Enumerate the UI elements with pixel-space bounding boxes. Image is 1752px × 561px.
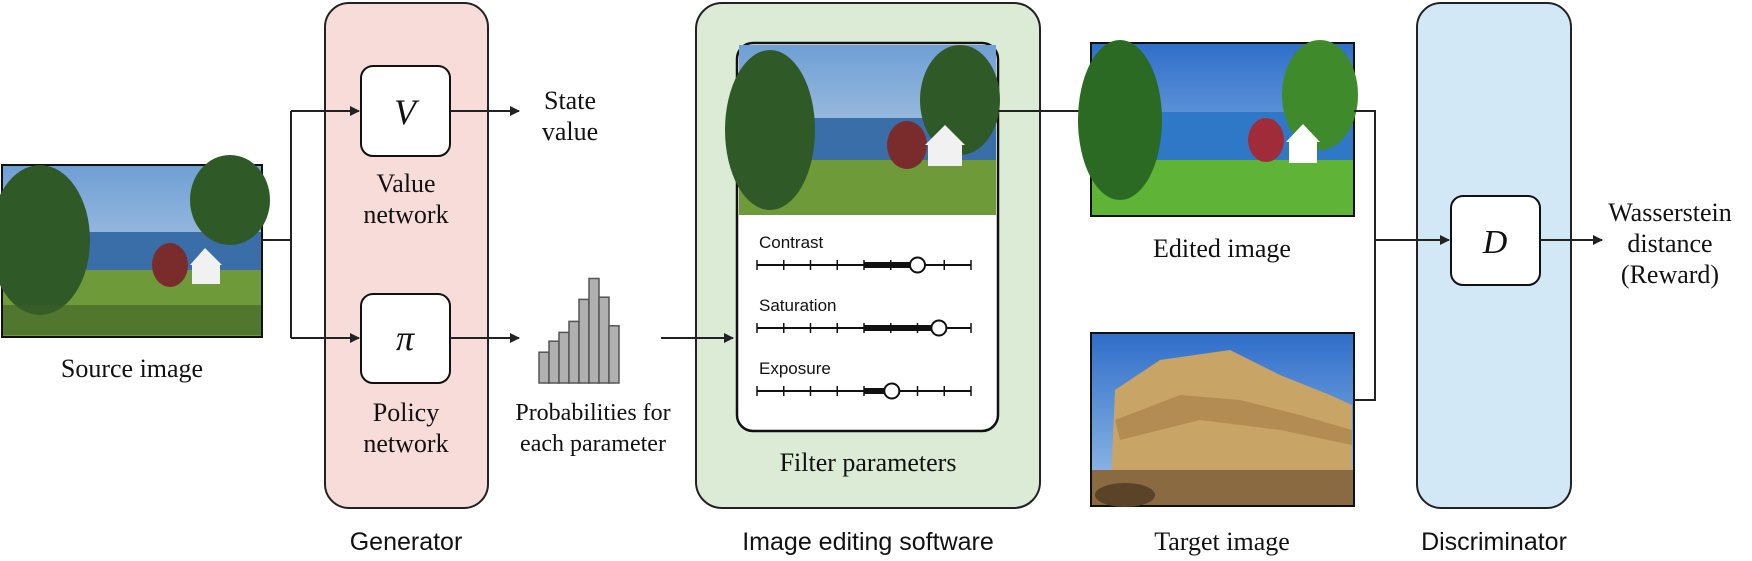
slider-label: Contrast: [759, 233, 824, 252]
target-image-label: Target image: [1154, 527, 1290, 556]
source-image-label: Source image: [61, 354, 203, 383]
value-symbol: V: [394, 92, 420, 132]
discriminator-group-label: Discriminator: [1421, 528, 1567, 556]
image-editing-software-group-label: Image editing software: [742, 528, 994, 556]
edited-image-label: Edited image: [1153, 234, 1291, 263]
probabilities-label-line2: each parameter: [520, 431, 666, 457]
target-image: [1090, 332, 1355, 507]
edited-image: [1078, 40, 1358, 217]
histogram-bar: [568, 320, 580, 384]
source-split-line: [262, 111, 292, 338]
policy-symbol: π: [396, 318, 415, 358]
wasserstein-label-line2: distance: [1627, 229, 1712, 258]
slider-knob[interactable]: [883, 382, 901, 400]
probabilities-label-line1: Probabilities for: [515, 400, 670, 426]
value-network-label-line2: network: [363, 200, 448, 229]
slider-label: Exposure: [759, 359, 831, 378]
editing-preview-image: [725, 45, 1000, 215]
state-value-label-line2: value: [542, 117, 598, 146]
wasserstein-label-line1: Wasserstein: [1608, 198, 1732, 227]
edited-to-discriminator-line: [1354, 110, 1376, 401]
histogram-bar: [598, 296, 610, 384]
histogram-bar: [548, 340, 560, 384]
discriminator-symbol: D: [1482, 224, 1508, 261]
state-value-label-line1: State: [544, 86, 596, 115]
value-network-label-line1: Value: [376, 169, 435, 198]
histogram-bar: [588, 277, 600, 384]
source-image: [0, 155, 270, 338]
histogram-bar: [608, 325, 620, 384]
histogram-bar: [578, 298, 590, 384]
histogram-bar: [538, 351, 550, 384]
probability-histogram: [538, 277, 620, 384]
wasserstein-label-line3: (Reward): [1621, 260, 1719, 289]
generator-group-label: Generator: [350, 528, 463, 556]
filter-parameters-label: Filter parameters: [780, 448, 957, 477]
policy-network-label-line1: Policy: [373, 398, 439, 427]
histogram-bar: [558, 331, 570, 384]
slider-knob[interactable]: [909, 256, 926, 274]
policy-network-label-line2: network: [363, 429, 448, 458]
slider-knob[interactable]: [930, 319, 948, 337]
slider-label: Saturation: [759, 296, 837, 315]
